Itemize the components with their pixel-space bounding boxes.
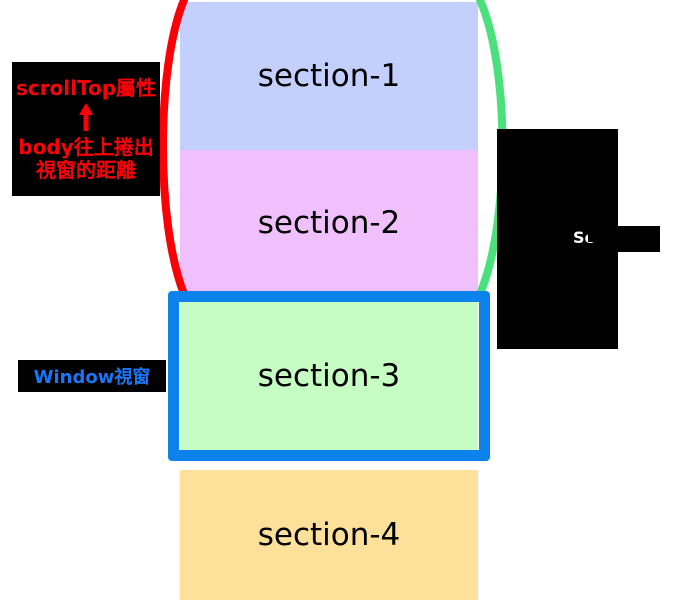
scroll-callout-occluder (588, 226, 660, 242)
scroll-callout-occluder-secondary (596, 240, 660, 252)
section-4-label: section-4 (257, 517, 401, 553)
scrolltop-callout: scrollTop屬性 body往上捲出 視窗的距離 (12, 62, 160, 196)
section-3-label: section-3 (257, 358, 401, 394)
section-block-1: section-1 (180, 2, 478, 150)
section-2-label: section-2 (257, 204, 401, 241)
section-block-3: section-3 (180, 300, 478, 452)
scrolltop-callout-line-3: 視窗的距離 (36, 157, 136, 182)
scrolltop-callout-line-1: scrollTop屬性 (15, 75, 157, 100)
up-arrow-icon (79, 103, 93, 132)
section-block-4: section-4 (180, 470, 478, 600)
scrolltop-callout-line-2: body往上捲出 (18, 135, 154, 160)
window-callout-label: Window視窗 (33, 367, 151, 388)
section-block-2: section-2 (180, 150, 478, 295)
section-1-label: section-1 (257, 58, 401, 94)
window-callout: Window視窗 (18, 360, 166, 392)
